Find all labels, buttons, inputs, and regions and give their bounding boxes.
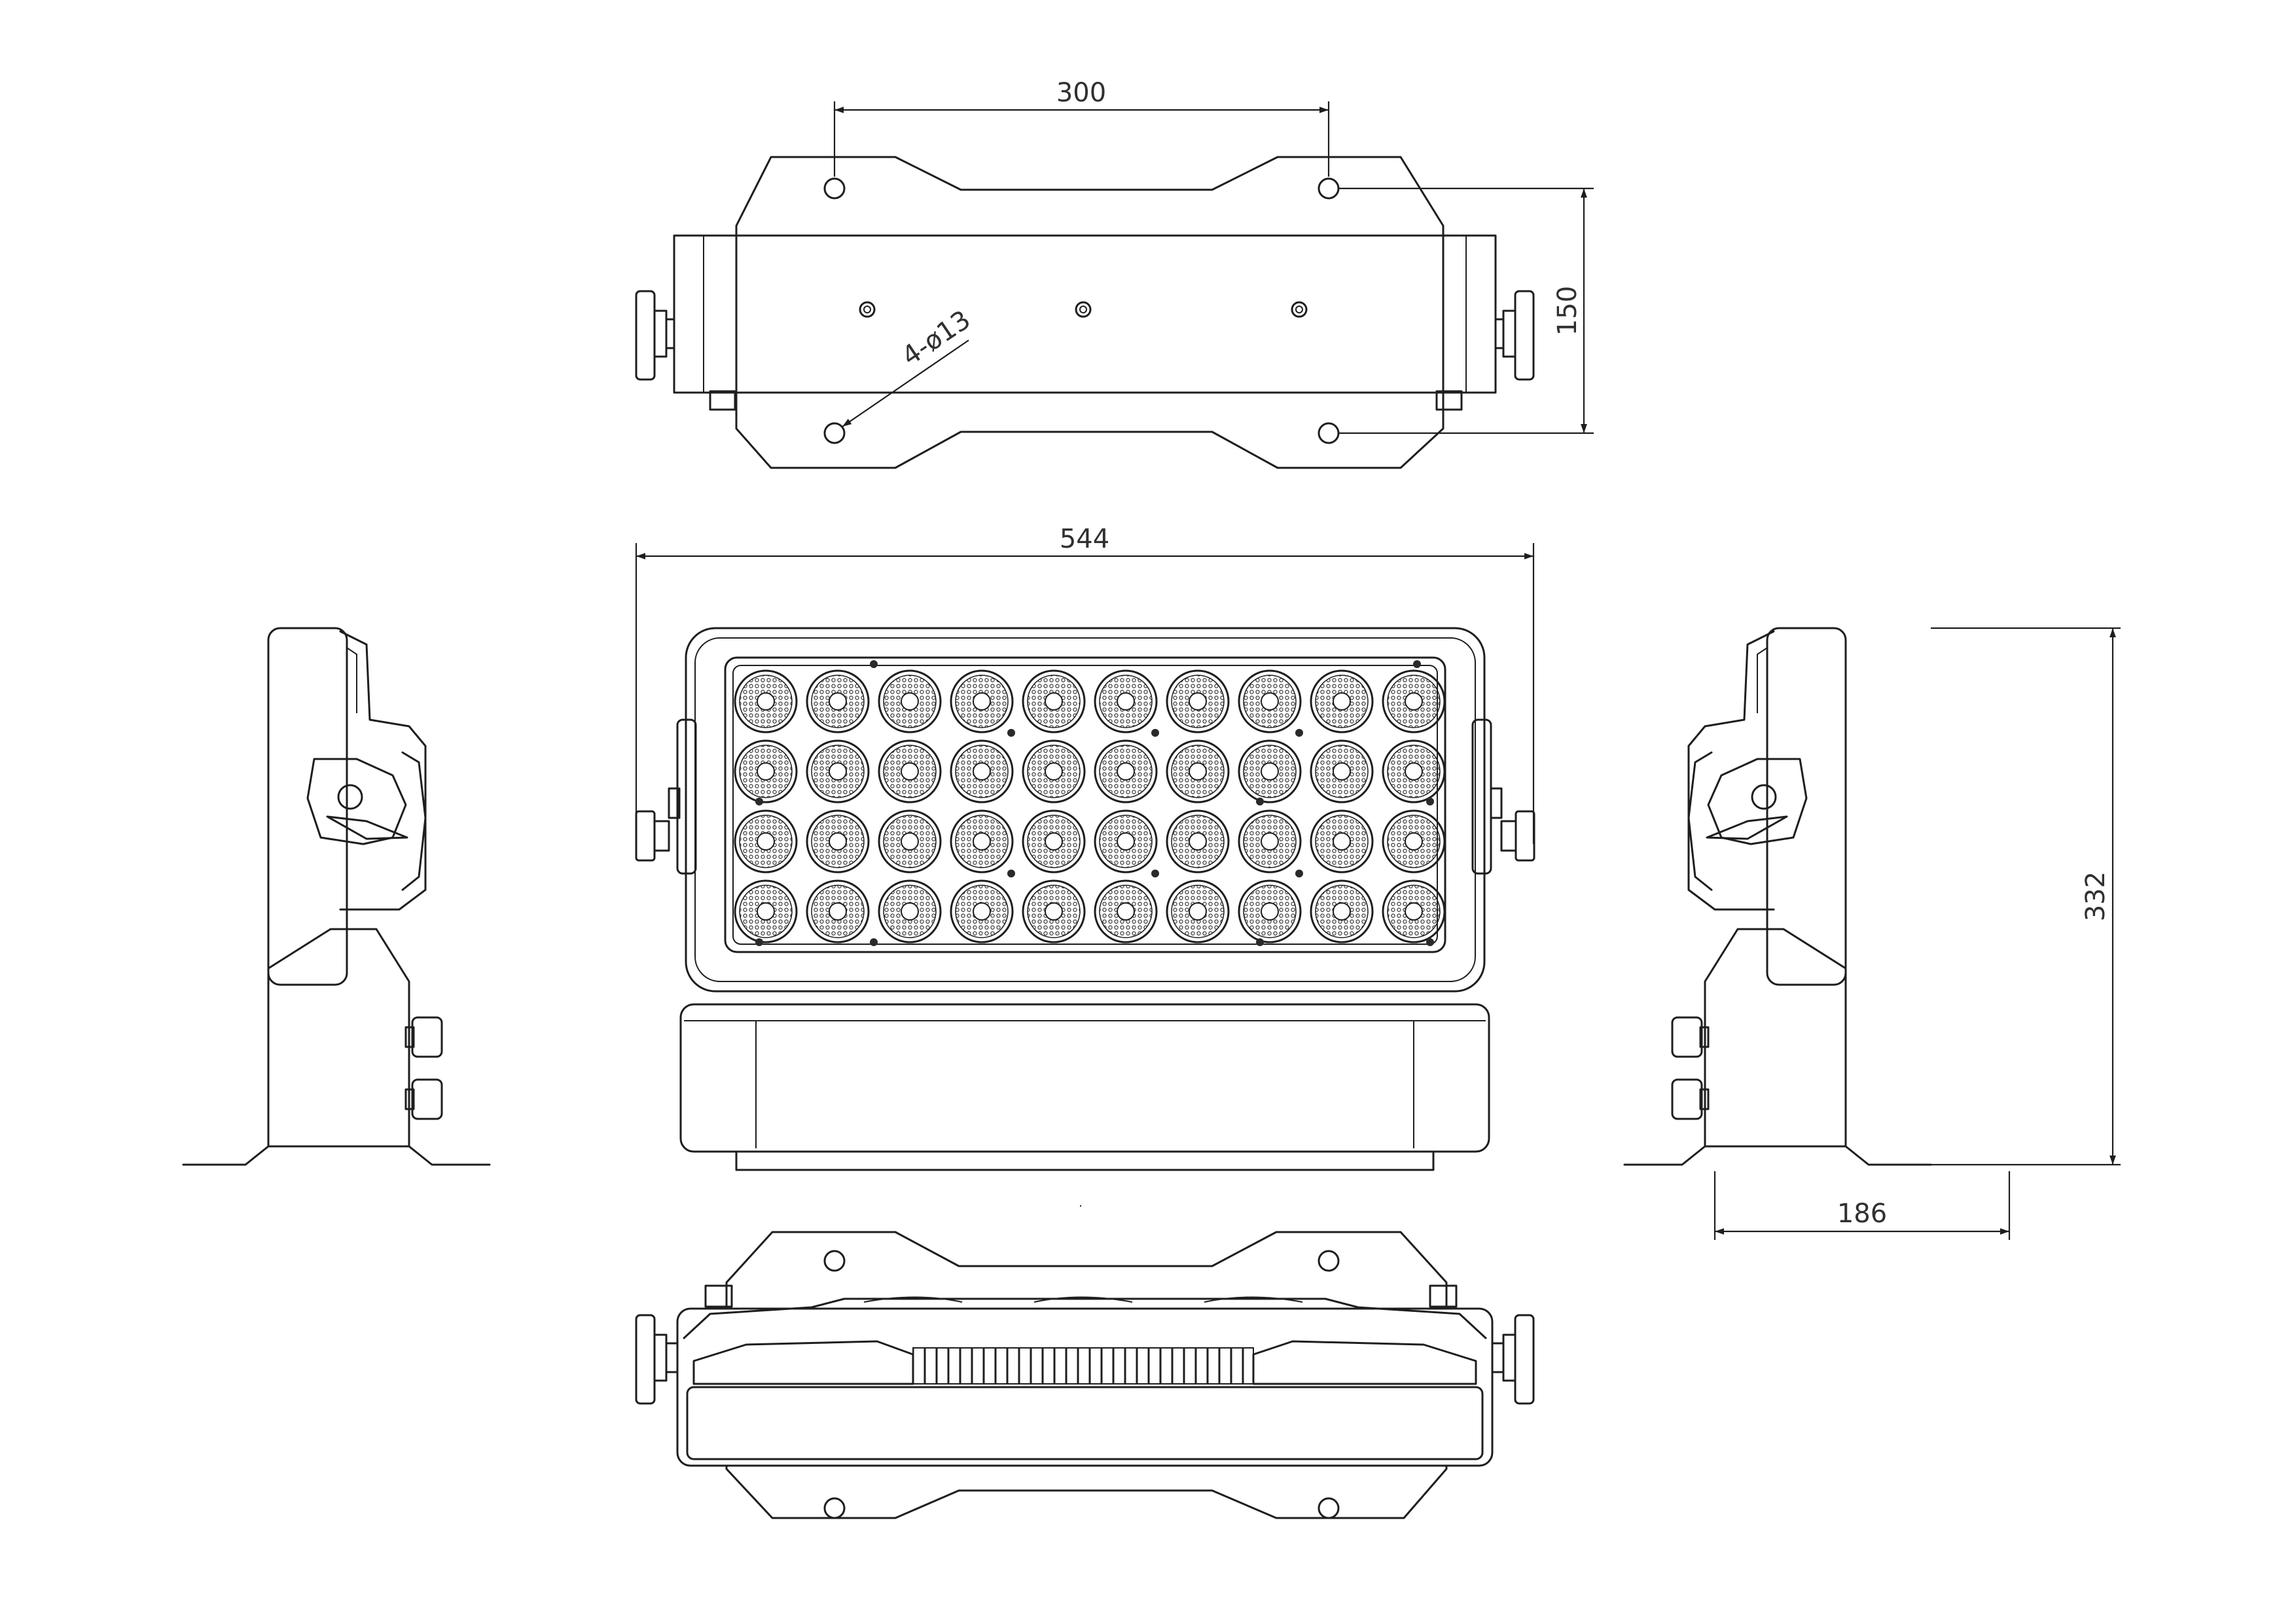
led-module — [806, 669, 870, 733]
heatsink-fins — [912, 1347, 1254, 1385]
led-module — [1094, 669, 1158, 733]
led-module — [1238, 809, 1302, 874]
led-module — [806, 739, 870, 803]
panel-screw — [755, 938, 763, 946]
led-module — [1166, 809, 1230, 874]
led-module — [1238, 879, 1302, 944]
led-module — [1022, 809, 1086, 874]
right-side-view — [1623, 627, 1932, 1166]
right-knob — [1494, 290, 1535, 381]
led-module — [1094, 879, 1158, 944]
led-module — [1382, 879, 1446, 944]
led-module — [1238, 739, 1302, 803]
led-module — [1310, 879, 1374, 944]
led-module — [950, 739, 1014, 803]
panel-screw — [1007, 729, 1015, 737]
mount-hole — [1318, 177, 1340, 200]
led-module — [734, 739, 798, 803]
panel-screw — [1151, 729, 1159, 737]
panel-screw — [1256, 798, 1264, 805]
left-side-view — [182, 627, 491, 1166]
right-side-dimensions: 332 186 — [1713, 627, 2121, 1240]
led-panel-frame — [724, 656, 1446, 953]
led-module — [950, 669, 1014, 733]
top-housing — [673, 234, 1497, 394]
cable-gland — [411, 1016, 443, 1058]
mount-hole — [1318, 422, 1340, 444]
led-array — [734, 669, 1446, 944]
led-module — [878, 809, 942, 874]
panel-screw — [1295, 870, 1303, 877]
led-module — [1022, 739, 1086, 803]
led-module — [734, 809, 798, 874]
panel-screw — [1426, 798, 1434, 805]
led-module — [1166, 879, 1230, 944]
led-module — [878, 739, 942, 803]
dim-side-depth: 186 — [1837, 1199, 1887, 1229]
led-module — [950, 879, 1014, 944]
bottom-bracket-plate — [725, 1231, 1448, 1519]
panel-screw — [1413, 660, 1421, 668]
panel-screw — [1256, 938, 1264, 946]
led-module — [1166, 739, 1230, 803]
led-module — [734, 669, 798, 733]
cable-gland — [411, 1078, 443, 1120]
led-module — [1382, 739, 1446, 803]
led-module — [1022, 669, 1086, 733]
front-housing — [685, 627, 1486, 993]
left-knob — [635, 290, 675, 381]
led-module — [806, 809, 870, 874]
led-module — [1310, 809, 1374, 874]
top-view: 300 150 4-ø13 — [635, 78, 1594, 469]
panel-screw — [755, 798, 763, 805]
panel-screw — [1295, 729, 1303, 737]
led-module — [950, 809, 1014, 874]
led-module — [1382, 809, 1446, 874]
panel-screws — [755, 660, 1434, 946]
led-module — [734, 879, 798, 944]
led-module — [1310, 739, 1374, 803]
dim-side-height: 332 — [2081, 872, 2111, 921]
panel-screw — [1151, 870, 1159, 877]
dim-hole-spacing: 300 — [1056, 78, 1106, 108]
led-module — [1022, 879, 1086, 944]
panel-screw — [1426, 938, 1434, 946]
panel-screw — [870, 660, 878, 668]
front-view: 544 — [635, 524, 1535, 1171]
led-module — [1238, 669, 1302, 733]
led-module — [806, 879, 870, 944]
led-module — [1382, 669, 1446, 733]
mount-hole — [823, 422, 846, 444]
led-module — [1166, 669, 1230, 733]
mount-hole — [823, 177, 846, 200]
top-bracket-plate — [735, 156, 1444, 469]
led-module — [1310, 669, 1374, 733]
led-module — [1094, 739, 1158, 803]
lower-housing — [679, 1003, 1490, 1153]
panel-screw — [1007, 870, 1015, 877]
left-side-housing — [267, 627, 348, 986]
dim-front-width: 544 — [1060, 524, 1109, 554]
panel-screw — [870, 938, 878, 946]
led-module — [878, 879, 942, 944]
cable-gland — [709, 390, 736, 411]
bottom-view — [635, 1205, 1535, 1519]
led-module — [878, 669, 942, 733]
led-module — [1094, 809, 1158, 874]
dim-top-depth: 150 — [1552, 286, 1583, 336]
cable-gland — [1435, 390, 1463, 411]
